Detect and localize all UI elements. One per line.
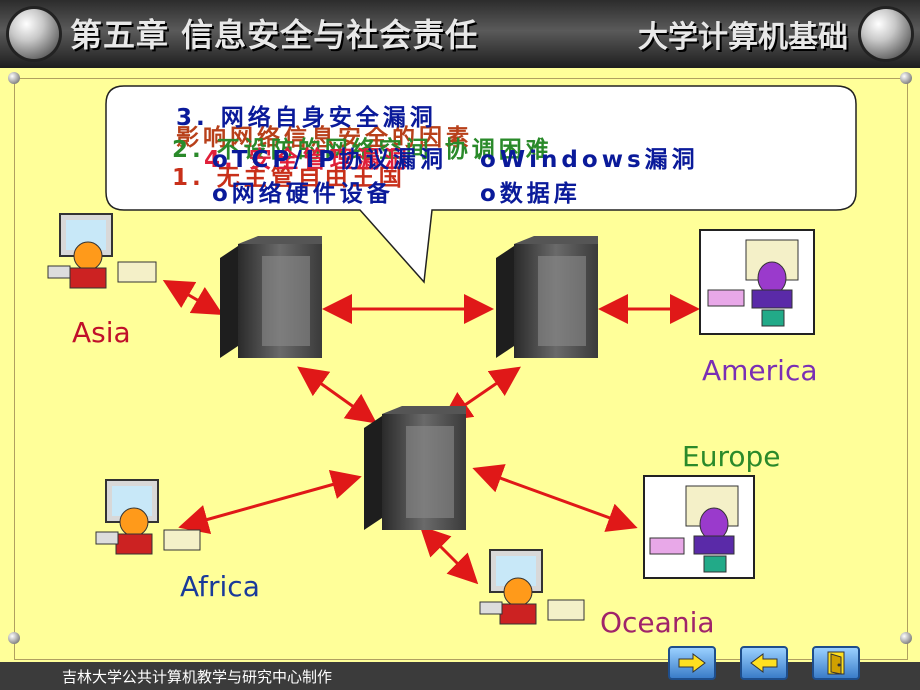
next-button[interactable]: [668, 646, 716, 680]
bubble-blue-item-3: o网络硬件设备: [212, 181, 394, 207]
server-icon: [496, 236, 598, 358]
region-label-asia: Asia: [72, 316, 131, 349]
server-icon: [220, 236, 322, 358]
next-arrow-icon: [678, 653, 706, 673]
left-orb-icon: [9, 9, 59, 59]
user-computer-icon: [479, 549, 585, 625]
oceania-link-arrow: [419, 525, 479, 585]
course-title: 大学计算机基础: [638, 20, 848, 55]
footer-credit: 吉林大学公共计算机教学与研究中心制作: [62, 668, 333, 686]
corner-dot-icon: [8, 632, 20, 644]
chapter-title: 第五章 信息安全与社会责任: [70, 16, 479, 54]
prev-arrow-icon: [750, 653, 778, 673]
bubble-red-item: 1. 无主管自由王国: [172, 165, 406, 191]
user-computer-icon: [47, 213, 157, 289]
speech-bubble: [105, 85, 857, 284]
user-computer-icon: [95, 479, 201, 555]
user-computer-icon: [699, 229, 815, 335]
title-bar: 第五章 信息安全与社会责任 大学计算机基础: [0, 0, 920, 68]
content-frame: [14, 78, 908, 660]
region-label-america: America: [702, 354, 818, 387]
bubble-green-item: 2. 不设防的网络空间 协调困难: [172, 137, 553, 163]
corner-dot-icon: [8, 72, 20, 84]
exit-button[interactable]: [812, 646, 860, 680]
server-icon: [364, 406, 466, 530]
prev-button[interactable]: [740, 646, 788, 680]
server-link-arrow: [297, 366, 377, 424]
bubble-blue-title: 3. 网络自身安全漏洞: [176, 105, 437, 131]
region-label-europe: Europe: [682, 440, 781, 473]
region-label-oceania: Oceania: [600, 606, 715, 639]
bubble-blue-item-1: oTCP/IP协议漏洞: [212, 147, 448, 173]
corner-dot-icon: [900, 72, 912, 84]
right-orb-icon: [861, 9, 911, 59]
exit-door-icon: [827, 651, 845, 675]
bubble-blue-item-4: o数据库: [480, 181, 581, 207]
bubble-red-title: 影响网络信息安全的因素: [176, 125, 473, 151]
user-computer-icon: [643, 475, 755, 579]
bubble-overlap-item: 4. 安全管理漏洞: [204, 147, 411, 173]
corner-dot-icon: [900, 632, 912, 644]
connection-arrows: [162, 279, 700, 585]
region-label-africa: Africa: [180, 570, 260, 603]
africa-link-arrow: [178, 470, 362, 534]
bubble-blue-item-2: oWindows漏洞: [480, 147, 699, 173]
asia-link-arrow: [162, 279, 224, 316]
europe-link-arrow: [472, 464, 638, 532]
